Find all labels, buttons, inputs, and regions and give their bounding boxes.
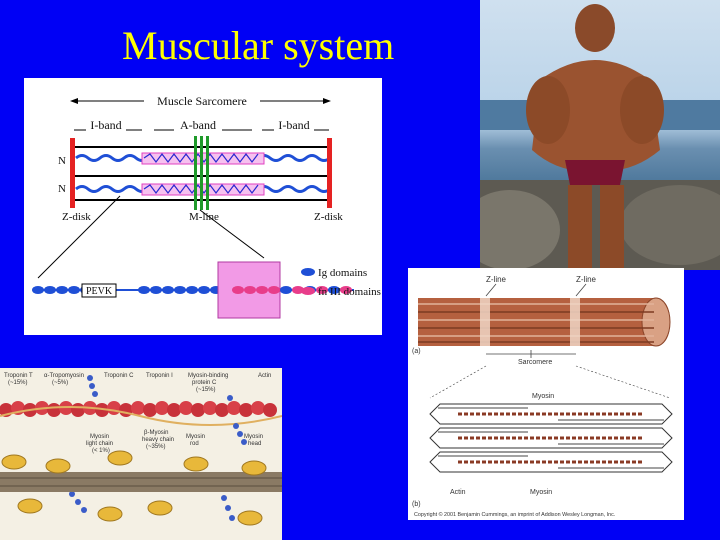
heavy-chain-label: β-Myosin — [144, 430, 168, 436]
muscle-fiber-diagram: Z-line Z-line (a) Sarcomere Myosin — [408, 268, 684, 520]
fiber-cylinder — [418, 297, 671, 347]
panel-a-label: (a) — [412, 348, 421, 355]
troponin-t-label: Troponin T — [4, 373, 33, 379]
z-line-right-label: Z-line — [576, 275, 597, 284]
filament-lattice — [429, 403, 673, 473]
binding-protein-pct: (~15%) — [196, 387, 216, 393]
rod-label-2: rod — [190, 441, 199, 447]
pevk-label: PEVK — [86, 286, 113, 297]
m-line-bar-1 — [194, 136, 197, 210]
tropomyosin-strand — [0, 406, 282, 426]
bodybuilder-photo — [480, 0, 720, 270]
light-chain-pct: (< 1%) — [92, 448, 110, 454]
troponin-t-pct: (~15%) — [8, 380, 28, 386]
actin-thin-label: Actin — [258, 373, 271, 379]
z-disk-right — [327, 138, 332, 208]
z-disk-right-label: Z-disk — [314, 211, 343, 223]
panel-b-label: (b) — [412, 501, 421, 508]
actin-label: Actin — [450, 489, 466, 496]
legend-fn-swatch — [301, 287, 315, 295]
heavy-chain-pct: (~35%) — [146, 444, 166, 450]
slide-title: Muscular system — [122, 23, 395, 68]
myosin-top-label: Myosin — [532, 393, 554, 400]
sarcomere-label: Sarcomere — [518, 359, 552, 366]
myosin-heads — [1, 450, 267, 526]
m-line-label: M-line — [189, 211, 219, 223]
binding-protein-label: Myosin-binding — [188, 373, 228, 379]
copyright-text: Copyright © 2001 Benjamin Cummings, an i… — [414, 511, 615, 518]
light-chain-label-2: light chain — [86, 441, 113, 447]
binding-protein-label-2: protein C — [192, 380, 217, 386]
head-label: Myosin — [244, 434, 263, 440]
i-band-left-label: I-band — [90, 118, 121, 132]
z-disk-left-label: Z-disk — [62, 211, 91, 223]
i-band-right-label: I-band — [278, 118, 309, 132]
z-line-left-label: Z-line — [486, 275, 507, 284]
thin-filament-illustration: Troponin T (~15%) α-Tropomyosin (~5%) Tr… — [0, 368, 282, 540]
m-line-bar-3 — [206, 136, 209, 210]
pevk-box — [81, 283, 117, 298]
rod-label: Myosin — [186, 434, 205, 440]
troponin-c-label: Troponin C — [104, 373, 134, 379]
n-label-1: N — [58, 155, 66, 167]
n-label-2: N — [58, 183, 66, 195]
actin-strand — [0, 401, 277, 417]
fn-domain-beads — [232, 286, 352, 294]
troponin-i-label: Troponin I — [146, 373, 173, 379]
z-disk-left — [70, 138, 75, 208]
heavy-chain-label-2: heavy chain — [142, 437, 174, 443]
light-chain-label: Myosin — [90, 434, 109, 440]
legend-ig-label: Ig domains — [318, 267, 367, 279]
tropomyosin-pct: (~5%) — [52, 380, 68, 386]
legend-ig-swatch — [301, 268, 315, 276]
a-band-label: A-band — [180, 118, 216, 132]
muscle-sarcomere-label: Muscle Sarcomere — [157, 94, 247, 108]
binding-protein-beads — [57, 375, 247, 521]
sarcomere-diagram: Muscle Sarcomere I-band A-band I-band N … — [24, 78, 382, 335]
myosin-bottom-label: Myosin — [530, 489, 552, 496]
myosin-thick-filament — [0, 472, 282, 492]
m-line-bar-2 — [200, 136, 203, 210]
head-label-2: head — [248, 441, 261, 447]
tropomyosin-label: α-Tropomyosin — [44, 373, 84, 379]
legend-fn-label: fn III domains — [318, 286, 381, 298]
